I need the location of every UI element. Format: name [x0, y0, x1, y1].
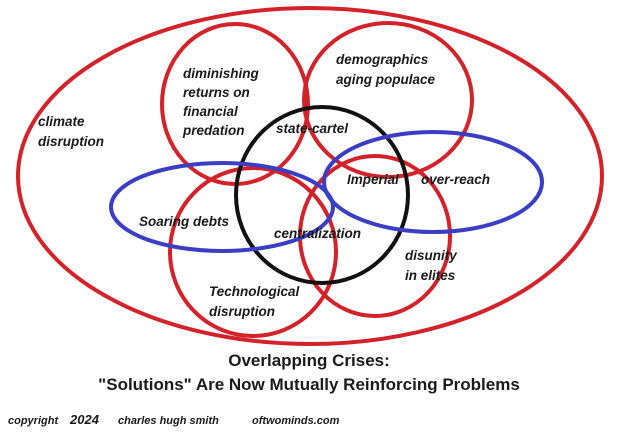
credit-author: charles hugh smith [118, 415, 219, 427]
label-climate-2: disruption [38, 134, 104, 149]
imperial-over-reach-ellipse [322, 130, 544, 234]
label-over-reach: over-reach [421, 172, 490, 187]
credit-year: 2024 [69, 412, 100, 427]
label-returns-3: financial [183, 104, 238, 119]
disunity-circle [298, 154, 452, 318]
label-imperial: Imperial [347, 172, 399, 187]
label-technological-2: disruption [209, 304, 275, 319]
label-returns-2: returns on [183, 85, 250, 100]
label-centralization: centralization [274, 226, 361, 241]
label-soaring-debts: Soaring debts [139, 214, 230, 229]
diagram-title-line-1: Overlapping Crises: [228, 351, 390, 370]
label-returns-1: diminishing [183, 66, 260, 81]
label-disunity-1: disunity [405, 248, 458, 263]
label-climate-1: climate [38, 114, 85, 129]
label-disunity-2: in elites [405, 268, 456, 283]
diagram-title-line-2: "Solutions" Are Now Mutually Reinforcing… [98, 375, 520, 394]
demographics-circle [302, 21, 474, 179]
technological-disruption-circle [168, 166, 338, 338]
label-returns-4: predation [182, 123, 245, 138]
label-state-cartel: state-cartel [276, 121, 348, 136]
state-cartel-circle [234, 105, 410, 285]
label-demographics-2: aging populace [336, 72, 436, 87]
label-demographics-1: demographics [336, 52, 429, 67]
credit-site: oftwominds.com [252, 415, 340, 427]
label-technological-1: Technological [209, 284, 300, 299]
climate-disruption-ellipse [16, 6, 604, 346]
soaring-debts-ellipse [109, 161, 335, 253]
credit-copyright: copyright [8, 415, 59, 427]
